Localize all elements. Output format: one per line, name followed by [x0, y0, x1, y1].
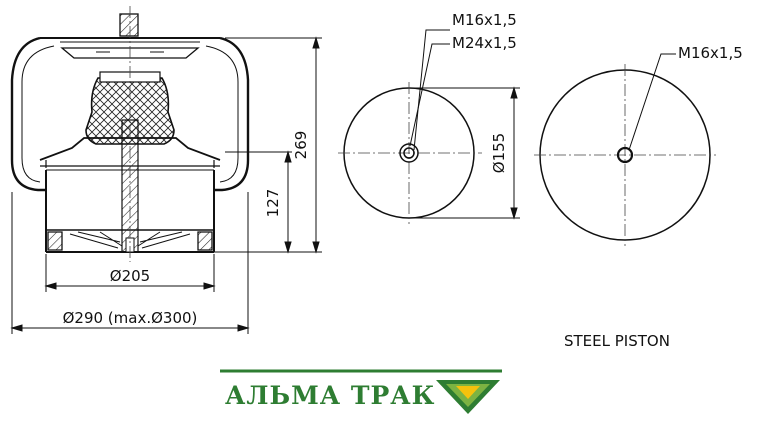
brand-name: АЛЬМА ТРАК	[225, 381, 435, 410]
thread-label-m24: M24x1,5	[452, 34, 517, 52]
piston-thread-label: M16x1,5	[678, 44, 743, 62]
dimension-lines	[10, 36, 322, 334]
diameter-bellow-label: Ø290 (max.Ø300)	[63, 309, 198, 327]
top-plate-view	[338, 29, 520, 224]
piston-thread-circle	[616, 146, 634, 164]
bellow-right	[214, 36, 250, 192]
brand-logo: АЛЬМА ТРАК	[220, 369, 502, 414]
piston-bottom-view	[534, 53, 716, 246]
brand-chevron-icon	[436, 380, 500, 414]
air-spring-section-view	[10, 6, 250, 262]
steel-piston-label: STEEL PISTON	[564, 332, 670, 350]
top-fitting	[119, 13, 139, 37]
height-total-label: 269	[292, 131, 310, 160]
diameter-top-plate-label: Ø155	[490, 133, 508, 173]
height-piston-label: 127	[264, 189, 282, 218]
diameter-piston-label: Ø205	[110, 267, 150, 285]
thread-m24-circle	[399, 143, 419, 163]
bellow-left	[10, 36, 46, 192]
thread-m16-circle	[403, 147, 415, 159]
thread-label-m16: M16x1,5	[452, 11, 517, 29]
